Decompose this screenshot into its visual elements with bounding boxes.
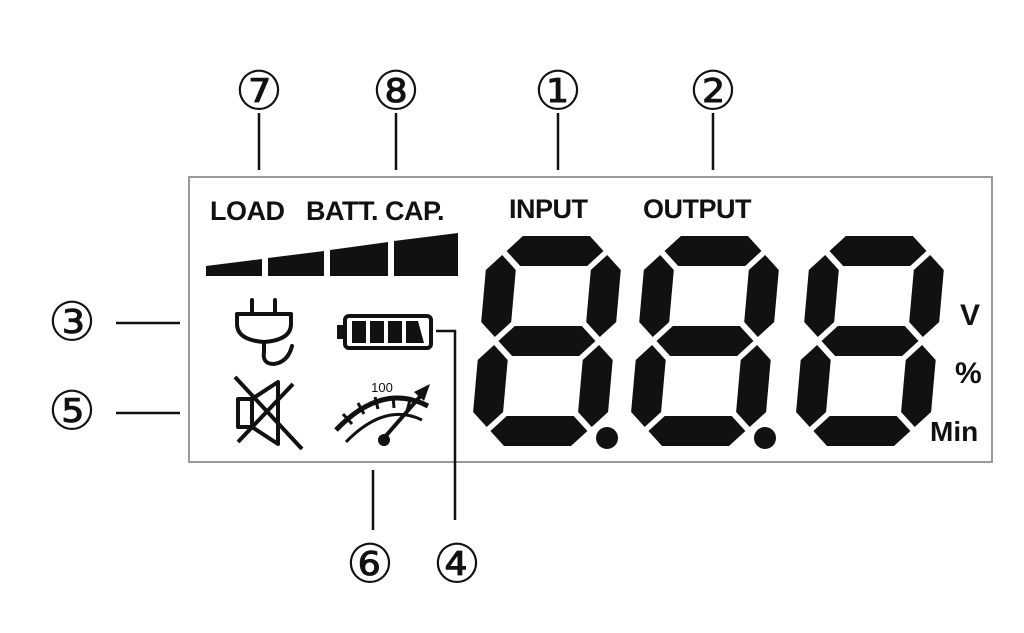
battery-capacity-label: BATT. CAP. bbox=[306, 196, 444, 226]
digit-2 bbox=[631, 236, 779, 449]
output-label: OUTPUT bbox=[643, 194, 752, 224]
digit-2-segment-a bbox=[664, 236, 762, 266]
digit-3-segment-a bbox=[829, 236, 927, 266]
unit-minutes: Min bbox=[930, 416, 978, 447]
digit-1-segment-e bbox=[473, 345, 508, 427]
battery-icon bbox=[337, 314, 433, 350]
leader-lines bbox=[116, 113, 715, 530]
level-bar-graph bbox=[206, 233, 458, 276]
load-label: LOAD bbox=[210, 196, 285, 226]
speaker-muted-icon bbox=[233, 375, 304, 451]
callout-3: ③ bbox=[48, 292, 96, 352]
digit-3-segment-c bbox=[901, 345, 936, 427]
load-meter-icon: 100 bbox=[334, 380, 430, 446]
level-bar-1 bbox=[206, 259, 262, 276]
callout-2: ② bbox=[689, 61, 737, 121]
level-bar-2 bbox=[268, 251, 324, 276]
level-bar-4 bbox=[394, 233, 458, 276]
digit-2-segment-e bbox=[631, 345, 666, 427]
level-bar-3 bbox=[330, 242, 388, 276]
digit-2-segment-g bbox=[656, 326, 754, 356]
digit-1-segment-f bbox=[481, 255, 516, 337]
digit-3-segment-g bbox=[821, 326, 919, 356]
digit-1-segment-d bbox=[490, 416, 588, 446]
seven-segment-display bbox=[473, 236, 944, 449]
decimal-point-1 bbox=[596, 427, 618, 449]
callout-6: ⑥ bbox=[346, 534, 394, 594]
leader-4 bbox=[436, 329, 457, 520]
digit-1-segment-b bbox=[586, 255, 621, 337]
decimal-point-2 bbox=[754, 427, 776, 449]
callout-8: ⑧ bbox=[372, 61, 420, 121]
digit-3-segment-d bbox=[813, 416, 911, 446]
callout-7: ⑦ bbox=[235, 61, 283, 121]
digit-1-segment-g bbox=[498, 326, 596, 356]
callout-1: ① bbox=[534, 61, 582, 121]
unit-volt: V bbox=[960, 299, 980, 332]
digit-1-segment-c bbox=[578, 345, 613, 427]
digit-2-segment-d bbox=[648, 416, 746, 446]
meter-scale-label: 100 bbox=[371, 380, 393, 395]
unit-percent: % bbox=[955, 357, 982, 390]
digit-2-segment-b bbox=[744, 255, 779, 337]
digit-1-segment-a bbox=[506, 236, 604, 266]
digit-3-segment-b bbox=[909, 255, 944, 337]
digit-3-segment-e bbox=[796, 345, 831, 427]
digit-1 bbox=[473, 236, 621, 449]
callout-5: ⑤ bbox=[48, 381, 96, 441]
digit-3-segment-f bbox=[804, 255, 839, 337]
digit-2-segment-c bbox=[736, 345, 771, 427]
input-label: INPUT bbox=[509, 194, 589, 224]
ac-plug-icon bbox=[235, 298, 294, 366]
digit-3 bbox=[796, 236, 944, 446]
digit-2-segment-f bbox=[639, 255, 674, 337]
callout-4: ④ bbox=[433, 534, 481, 594]
